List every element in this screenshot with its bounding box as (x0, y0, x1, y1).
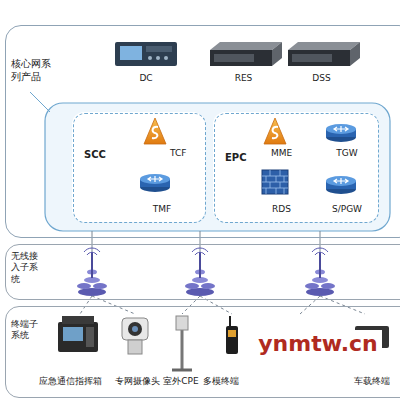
tcf-icon (144, 118, 166, 144)
node-text: DSS (284, 73, 359, 84)
dss-server (288, 42, 360, 66)
subsystem-band: 无线接入子系统 (5, 244, 400, 300)
node-text: S/PGW (317, 204, 377, 215)
res-server (210, 42, 282, 66)
device-node: RES (206, 39, 281, 89)
node-text: EPC (225, 152, 265, 165)
device-label: 车载终端 (348, 376, 396, 387)
antenna-icon (185, 248, 215, 296)
device-label: 室外CPE (160, 376, 202, 387)
node-text: 核心网系列产品 (11, 58, 53, 83)
node-text: DC (111, 73, 181, 84)
command-box-icon (58, 316, 98, 352)
watermark: ynmtw.cn (254, 331, 382, 357)
dc-device (115, 42, 177, 66)
core-network-region: 核心网系列产品 DC RESDSS SCC TCF TMF EPCMME TGW RDS S/PG… (5, 25, 400, 238)
leader-line (30, 92, 50, 112)
watermark-backdrop (254, 330, 382, 360)
function-node: RDS (254, 168, 309, 220)
scc-fill (72, 112, 205, 222)
spgw-icon (326, 176, 356, 194)
group-box: EPCMME TGW RDS S/PGW (214, 113, 379, 223)
node-text: 无线接入子系统 (11, 251, 41, 285)
tgw-icon (326, 124, 356, 142)
antenna-icon (305, 248, 335, 296)
node-text: TGW (322, 148, 372, 159)
core-inner-panel (45, 103, 390, 231)
handset-icon (226, 316, 238, 354)
device-label: 多模终端 (200, 376, 242, 387)
device-label: 专网摄像头 (110, 376, 164, 387)
node-text: SCC (84, 149, 124, 162)
camera-icon (122, 318, 148, 354)
function-node: TGW (317, 118, 377, 164)
node-text: 终端子系统 (11, 319, 41, 342)
epc-fill (213, 112, 378, 222)
function-node: TCF (140, 118, 202, 160)
device-node: DC (111, 39, 181, 89)
function-node: S/PGW (317, 168, 377, 220)
cpe-icon (172, 316, 192, 370)
backhaul-lines (92, 231, 320, 252)
node-text: RES (206, 73, 281, 84)
function-node: MME (254, 118, 309, 164)
group-box: SCC TCF TMF (73, 113, 206, 223)
node-text: TCF (170, 148, 200, 159)
radio-links (80, 296, 365, 314)
mme-icon (264, 118, 286, 144)
rds-icon (262, 170, 288, 194)
node-text: RDS (254, 204, 309, 215)
antenna-icon (77, 248, 107, 296)
function-node: TMF (132, 168, 192, 220)
device-label: 应急通信指挥箱 (30, 376, 110, 387)
device-node: DSS (284, 39, 359, 89)
node-text: MME (254, 148, 309, 159)
node-text: TMF (142, 204, 182, 215)
tmf-icon (140, 174, 170, 192)
